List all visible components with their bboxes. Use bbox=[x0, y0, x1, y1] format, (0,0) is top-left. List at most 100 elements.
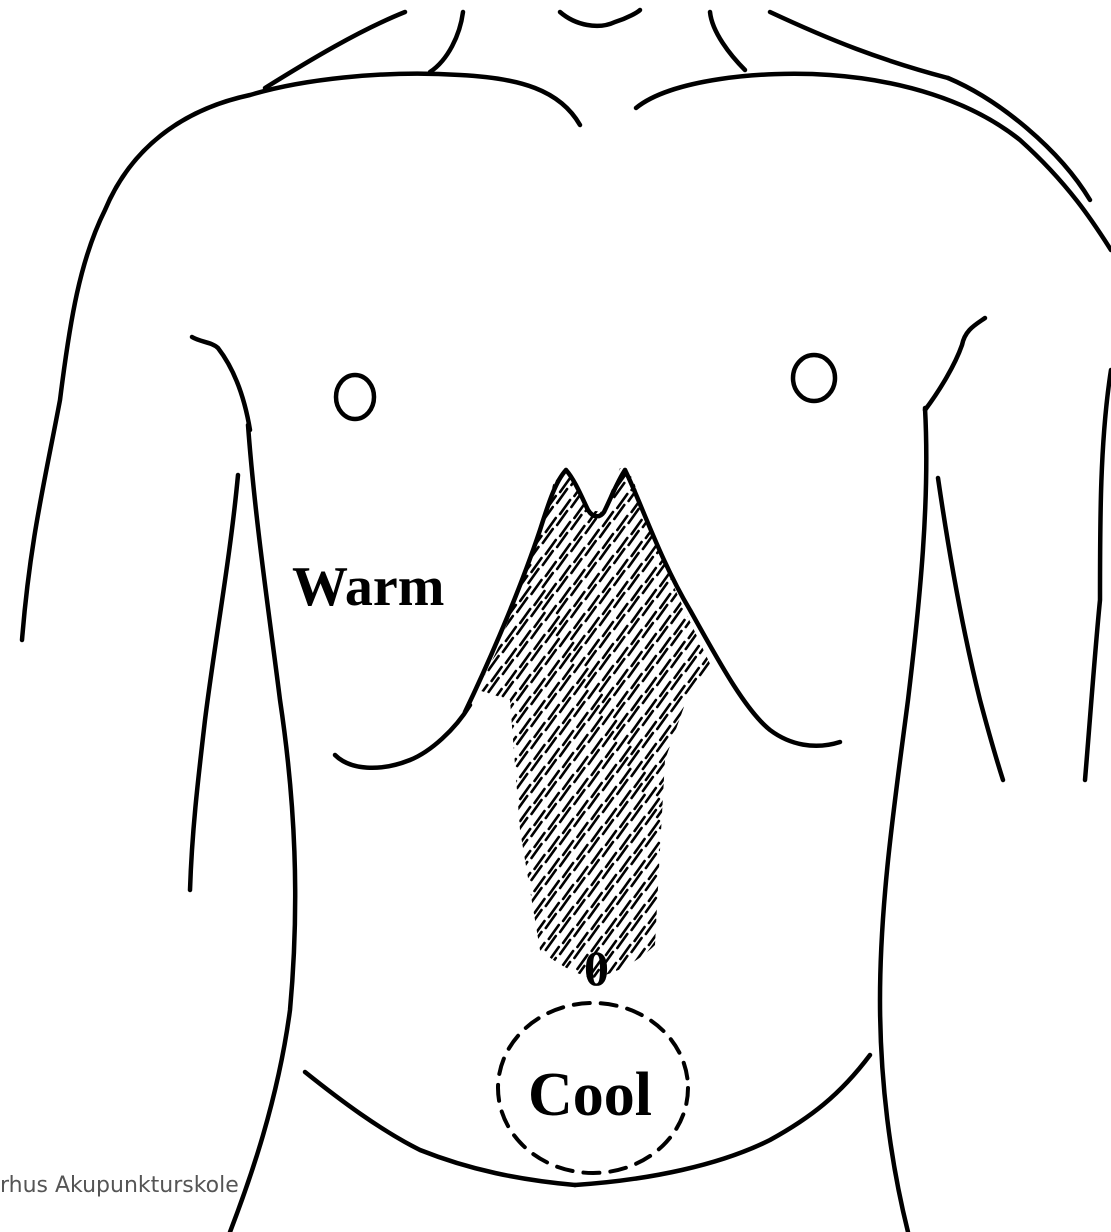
hatch-stroke bbox=[672, 455, 682, 469]
hatch-stroke bbox=[532, 470, 542, 484]
hatch-stroke bbox=[489, 436, 499, 450]
hatch-stroke bbox=[663, 957, 673, 971]
hatch-stroke bbox=[689, 800, 699, 814]
hatch-stroke bbox=[717, 940, 727, 954]
hatch-stroke bbox=[635, 971, 645, 985]
hatch-stroke bbox=[729, 823, 739, 837]
hatch-stroke bbox=[546, 452, 556, 466]
hatch-stroke bbox=[492, 689, 502, 703]
hatch-stroke bbox=[678, 939, 688, 953]
hatch-stroke bbox=[660, 462, 670, 476]
hatch-stroke bbox=[474, 476, 484, 490]
hatch-stroke bbox=[477, 641, 487, 655]
hatch-stroke bbox=[675, 708, 685, 722]
cool-label: Cool bbox=[528, 1061, 652, 1129]
hatch-stroke bbox=[532, 580, 542, 594]
hatch-stroke bbox=[489, 744, 499, 758]
hatch-stroke bbox=[717, 544, 727, 558]
hatch-stroke bbox=[603, 468, 613, 482]
hatch-stroke bbox=[657, 473, 667, 487]
hatch-stroke bbox=[474, 432, 484, 446]
hatch-stroke bbox=[729, 713, 739, 727]
hatch-stroke bbox=[703, 496, 713, 510]
hatch-stroke bbox=[514, 543, 524, 557]
hatch-stroke bbox=[729, 537, 739, 551]
hatch-stroke bbox=[660, 528, 670, 542]
hatch-stroke bbox=[477, 927, 487, 941]
hatch-stroke bbox=[503, 726, 513, 740]
hatch-stroke bbox=[600, 435, 610, 449]
hatch-stroke bbox=[486, 469, 496, 483]
hatch-stroke bbox=[506, 803, 516, 817]
left-nipple bbox=[336, 375, 374, 419]
hatch-stroke bbox=[703, 694, 713, 708]
hatch-stroke bbox=[703, 562, 713, 576]
hatch-stroke bbox=[546, 980, 556, 994]
right-trapezius-outline bbox=[770, 12, 948, 78]
hatch-stroke bbox=[520, 939, 530, 953]
hatch-stroke bbox=[660, 968, 670, 982]
hatch-stroke bbox=[574, 438, 584, 452]
hatch-stroke bbox=[506, 759, 516, 773]
hatch-stroke bbox=[675, 510, 685, 524]
hatch-stroke bbox=[460, 516, 470, 530]
hatch-stroke bbox=[520, 983, 530, 997]
hatch-stroke bbox=[463, 659, 473, 673]
hatch-stroke bbox=[574, 658, 584, 672]
hatch-stroke bbox=[477, 509, 487, 523]
hatch-stroke bbox=[703, 584, 713, 598]
hatch-stroke bbox=[675, 466, 685, 480]
hatch-stroke bbox=[675, 532, 685, 546]
hatch-stroke bbox=[675, 488, 685, 502]
hatch-stroke bbox=[477, 949, 487, 963]
hatch-stroke bbox=[474, 960, 484, 974]
neck-right-outline bbox=[710, 12, 745, 70]
hatch-stroke bbox=[714, 577, 724, 591]
hatch-stroke bbox=[686, 525, 696, 539]
hatch-stroke bbox=[663, 935, 673, 949]
hatch-stroke bbox=[474, 586, 484, 600]
hatch-stroke bbox=[678, 873, 688, 887]
hatch-stroke bbox=[686, 459, 696, 473]
hatch-stroke bbox=[660, 440, 670, 454]
hatch-stroke bbox=[729, 581, 739, 595]
hatch-stroke bbox=[717, 698, 727, 712]
hatch-stroke bbox=[703, 936, 713, 950]
hatch-stroke bbox=[463, 879, 473, 893]
hatch-stroke bbox=[714, 511, 724, 525]
hatch-stroke bbox=[635, 949, 645, 963]
hatch-stroke bbox=[700, 727, 710, 741]
hatch-stroke bbox=[489, 480, 499, 494]
rib-cage-right-arch bbox=[625, 470, 840, 746]
hatch-stroke bbox=[632, 762, 642, 776]
hatch-stroke bbox=[506, 825, 516, 839]
hatch-stroke bbox=[460, 846, 470, 860]
hatch-stroke bbox=[657, 495, 667, 509]
neck-left-outline bbox=[430, 12, 463, 72]
hatch-stroke bbox=[703, 914, 713, 928]
hatch-stroke bbox=[660, 484, 670, 498]
hatch-stroke bbox=[672, 521, 682, 535]
hatch-stroke bbox=[489, 524, 499, 538]
hatch-stroke bbox=[703, 760, 713, 774]
hatch-stroke bbox=[474, 630, 484, 644]
hatch-stroke bbox=[517, 906, 527, 920]
hatch-stroke bbox=[686, 767, 696, 781]
hatch-stroke bbox=[714, 775, 724, 789]
hatch-stroke bbox=[474, 872, 484, 886]
hatch-stroke bbox=[489, 788, 499, 802]
hatch-stroke bbox=[663, 847, 673, 861]
hatch-stroke bbox=[460, 648, 470, 662]
hatch-stroke bbox=[529, 437, 539, 451]
hatch-stroke bbox=[474, 718, 484, 732]
hatch-stroke bbox=[689, 734, 699, 748]
hatch-stroke bbox=[520, 851, 530, 865]
hatch-stroke bbox=[474, 652, 484, 666]
hatch-stroke bbox=[700, 441, 710, 455]
hatch-stroke bbox=[474, 740, 484, 754]
hatch-stroke bbox=[686, 503, 696, 517]
hatch-stroke bbox=[703, 958, 713, 972]
hatch-stroke bbox=[506, 737, 516, 751]
hatch-stroke bbox=[503, 572, 513, 586]
